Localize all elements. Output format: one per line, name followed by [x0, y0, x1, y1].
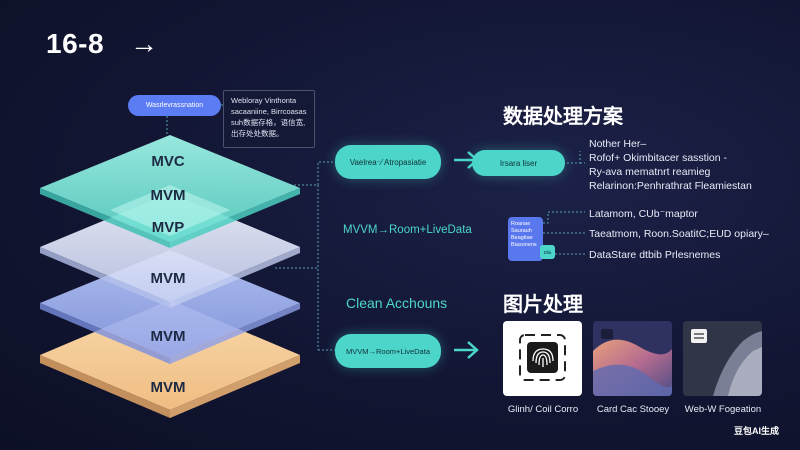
data-card: Roanae Saurauh Beagitae Biasonens: [508, 217, 543, 261]
data-list-item: Ry-ava mematnrt reamieg: [589, 166, 711, 178]
thumbnail-card: [593, 321, 672, 396]
arrow-right-icon: [452, 338, 482, 367]
watermark: 豆包AI生成: [734, 426, 780, 436]
layer-label-mvm-1: MVM: [150, 187, 186, 204]
thumbnail-caption: Glinh/ Coil Corro: [507, 404, 579, 415]
layer-label-mvp: MVP: [151, 219, 185, 236]
thumbnail-web: [683, 321, 762, 396]
clean-label: Clean Acchouns: [346, 295, 448, 311]
arrow-right-icon: →: [130, 28, 158, 59]
data-list-item: Latamom, CUb⁻maptor: [589, 208, 698, 220]
data-list-item: Taeatmom, Roon.SoatitC;EUD opiary–: [589, 228, 769, 240]
data-section-heading: 数据处理方案: [503, 106, 623, 128]
note-line: suh数据存格，语信宽,: [231, 118, 306, 127]
page-title: 16-8: [46, 28, 105, 59]
data-card-line: Roanae: [511, 221, 531, 227]
data-list-item: Relarinon:Penhrathrat Fleamiestan: [589, 180, 752, 192]
layer-label-mvm-2: MVM: [150, 270, 186, 287]
data-list-item: DataStare dtbib Prlesnemes: [589, 249, 721, 261]
thumbnail-caption: Card Cac Stooey: [596, 404, 670, 415]
data-chip: Dlla: [540, 245, 555, 259]
note-box: Webloray Vinthonta sacaaniine, Birrcoasa…: [223, 90, 315, 148]
layer-label-mvc: MVC: [151, 153, 185, 170]
layer-label-mvm-4: MVM: [150, 379, 186, 396]
middle-pill: Vaelrea⁻⁄ Atropasiatie: [335, 145, 441, 179]
mid-connector: [270, 161, 335, 186]
note-line: 出存处处数据。: [231, 129, 284, 138]
layer-label-mvm-3: MVM: [150, 328, 186, 345]
data-list-item: Rofof+ Okimbitacer sasstion -: [589, 152, 728, 164]
fingerprint-icon: [519, 334, 566, 381]
thumbnail-caption: Web-W Fogeation: [684, 404, 762, 415]
thumbnail-fingerprint: [503, 321, 582, 396]
top-pill: Wasrlevrassnation: [128, 95, 221, 116]
data-card-line: Biasonens: [511, 242, 537, 248]
data-card-line: Beagitae: [511, 235, 533, 241]
data-list-item: Nother Her–: [589, 138, 647, 150]
web-image-icon: [683, 321, 762, 396]
room-label: MVVM→Room+LiveData: [343, 224, 472, 236]
right-pill: Irsara liser: [472, 150, 565, 176]
card-image-icon: [593, 321, 672, 396]
note-line: sacaaniine, Birrcoasas: [231, 107, 307, 116]
note-line: Webloray Vinthonta: [231, 96, 297, 105]
image-section-heading: 图片处理: [503, 294, 583, 316]
data-card-line: Saurauh: [511, 228, 532, 234]
bottom-pill: MVVM→Room+LiveData: [335, 334, 441, 368]
